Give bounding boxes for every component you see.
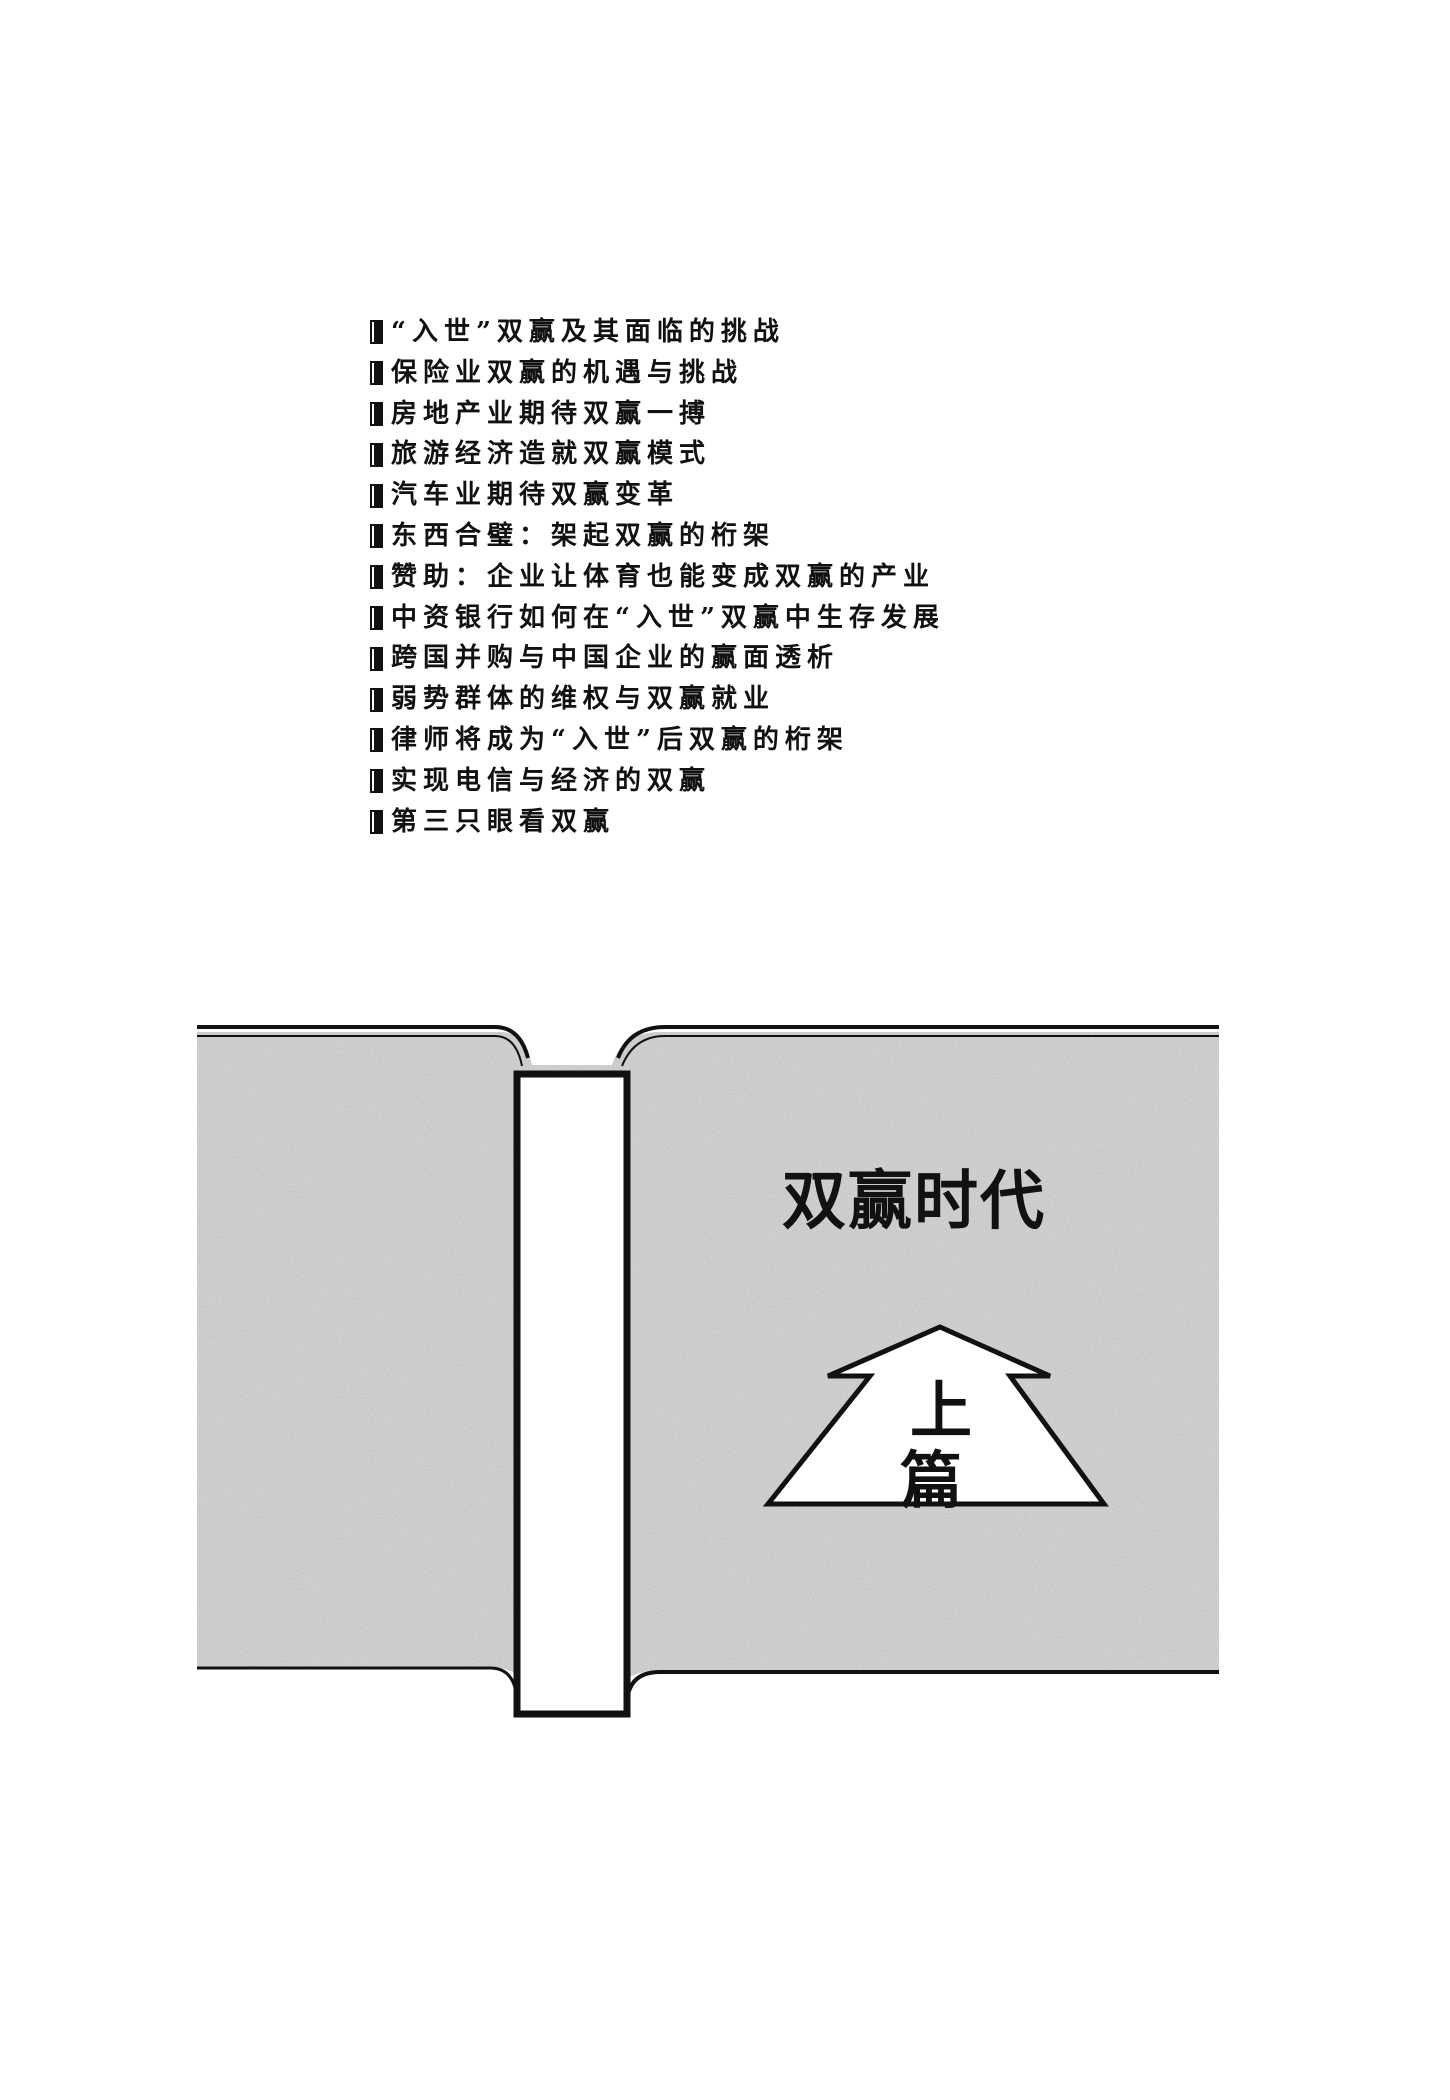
- toc-item-label: 律师将成为“入世”后双赢的桁架: [391, 724, 849, 755]
- bullet-icon: [370, 809, 383, 834]
- bullet-icon: [370, 769, 383, 794]
- bullet-icon: [370, 605, 383, 630]
- toc-item-label: 实现电信与经济的双赢: [391, 765, 712, 796]
- toc-item: 律师将成为“入世”后双赢的桁架: [370, 720, 945, 761]
- toc-item-label: 跨国并购与中国企业的赢面透析: [391, 643, 840, 674]
- bullet-icon: [370, 361, 383, 386]
- part-label-char-2: 篇: [900, 1444, 963, 1517]
- toc-item-label: 旅游经济造就双赢模式: [391, 439, 712, 470]
- part-label-char-1: 上: [910, 1374, 973, 1447]
- toc-item-label: 汽车业期待双赢变革: [391, 480, 680, 511]
- toc-item: 中资银行如何在“入世”双赢中生存发展: [370, 598, 945, 639]
- bullet-icon: [370, 483, 383, 508]
- toc-item-label: “入世”双赢及其面临的挑战: [391, 317, 785, 347]
- bullet-icon: [370, 442, 383, 467]
- bullet-icon: [370, 320, 383, 345]
- table-of-contents: “入世”双赢及其面临的挑战 保险业双赢的机遇与挑战 房地产业期待双赢一搏 旅游经…: [370, 312, 945, 842]
- bullet-icon: [370, 401, 383, 426]
- toc-item-label: 弱势群体的维权与双赢就业: [391, 684, 776, 715]
- toc-item: 汽车业期待双赢变革: [370, 475, 945, 516]
- toc-item: 房地产业期待双赢一搏: [370, 394, 945, 435]
- arrow-triangle-emblem: [762, 1324, 1109, 1507]
- toc-item: 跨国并购与中国企业的赢面透析: [370, 638, 945, 679]
- toc-item: 旅游经济造就双赢模式: [370, 434, 945, 475]
- toc-item-label: 保险业双赢的机遇与挑战: [391, 357, 744, 388]
- bullet-icon: [370, 646, 383, 671]
- bullet-icon: [370, 728, 383, 753]
- toc-item: 第三只眼看双赢: [370, 802, 945, 843]
- toc-item: 东西合璧：架起双赢的桁架: [370, 516, 945, 557]
- toc-item: 赞助：企业让体育也能变成双赢的产业: [370, 557, 945, 598]
- toc-item: “入世”双赢及其面临的挑战: [370, 312, 945, 353]
- bullet-icon: [370, 687, 383, 712]
- section-title: 双赢时代: [782, 1165, 1046, 1239]
- toc-item-label: 房地产业期待双赢一搏: [391, 398, 712, 429]
- toc-item-label: 赞助：企业让体育也能变成双赢的产业: [391, 561, 936, 592]
- toc-item: 保险业双赢的机遇与挑战: [370, 353, 945, 394]
- toc-item-label: 东西合璧：架起双赢的桁架: [391, 520, 776, 551]
- bullet-icon: [370, 565, 383, 590]
- toc-item: 弱势群体的维权与双赢就业: [370, 679, 945, 720]
- book-spine: [513, 1070, 631, 1718]
- toc-item-label: 中资银行如何在“入世”双赢中生存发展: [391, 602, 945, 633]
- toc-item: 实现电信与经济的双赢: [370, 761, 945, 802]
- toc-item-label: 第三只眼看双赢: [391, 806, 616, 837]
- bullet-icon: [370, 524, 383, 549]
